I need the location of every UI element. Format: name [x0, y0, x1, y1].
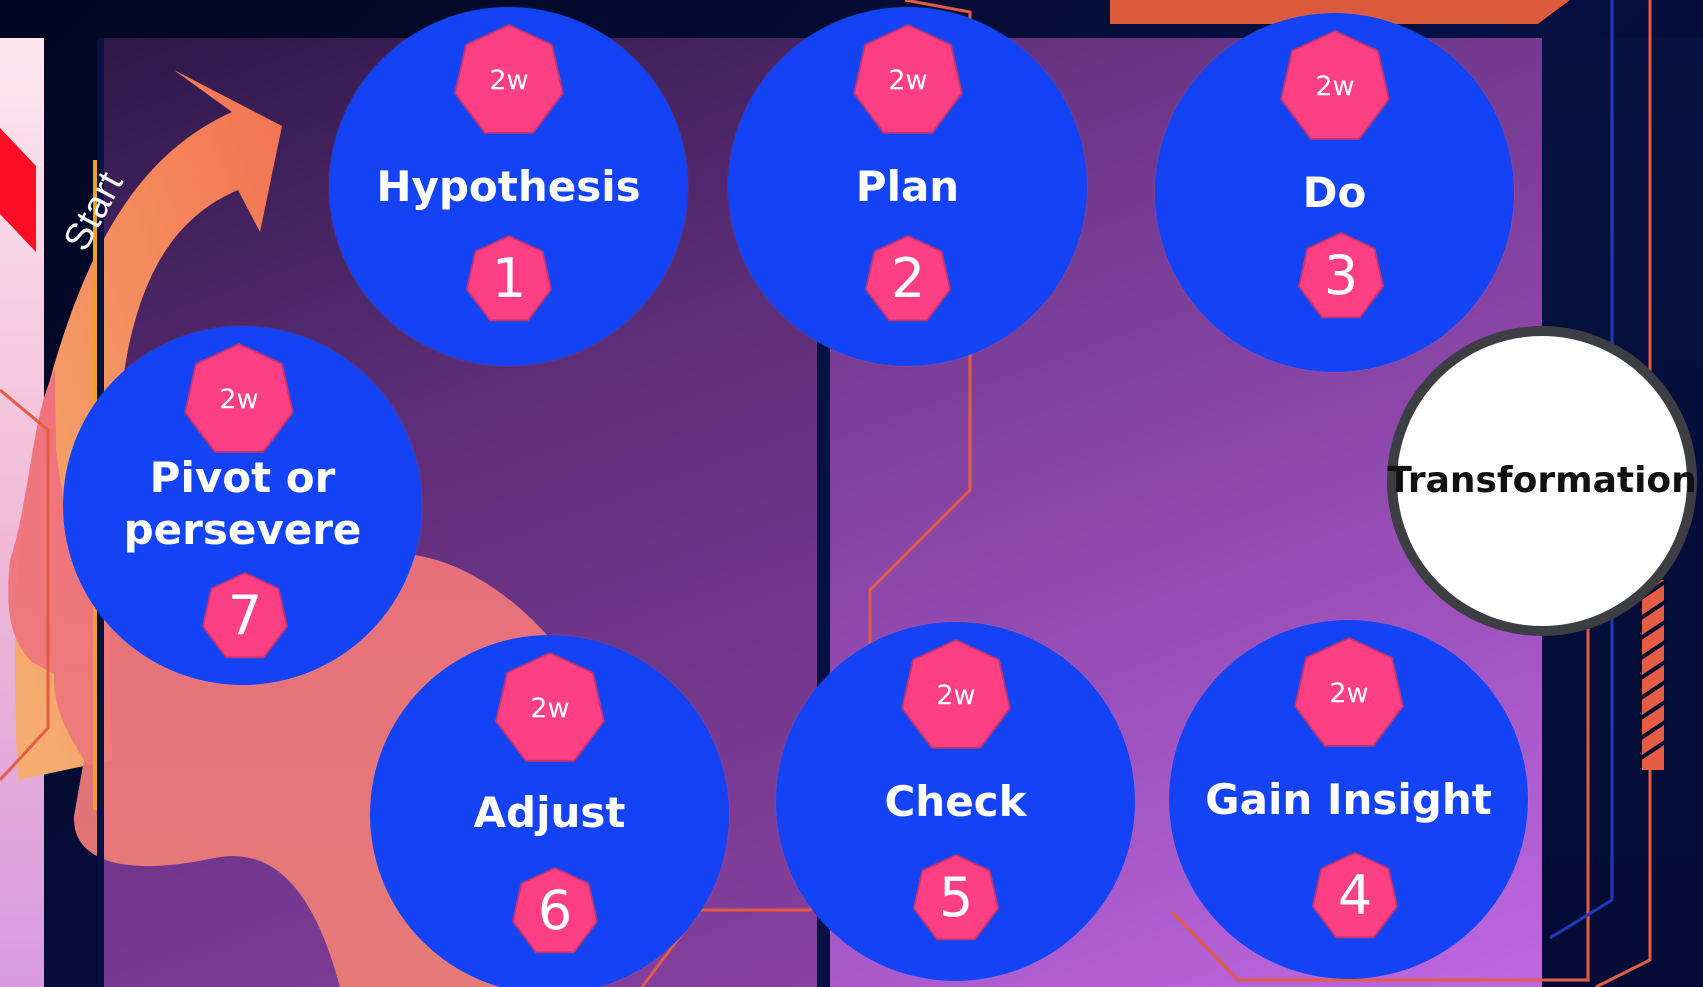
step-number-badge: 5	[914, 856, 998, 939]
step-gain-insight: 2w Gain Insight 4	[1169, 620, 1528, 979]
step-number-badge: 4	[1313, 854, 1397, 937]
duration-badge: 2w	[903, 641, 1009, 747]
step-number-badge: 6	[513, 869, 597, 952]
step-number-badge: 7	[203, 574, 287, 657]
duration-badge: 2w	[1282, 32, 1388, 138]
duration-badge: 2w	[456, 26, 562, 132]
duration-badge: 2w	[186, 345, 292, 451]
step-number-badge: 2	[866, 237, 950, 320]
step-number-badge: 1	[467, 237, 551, 320]
duration-badge: 2w	[497, 654, 603, 760]
step-title: Gain Insight	[1205, 775, 1492, 824]
orange-right-frame	[1595, 0, 1652, 987]
step-do: 2w Do 3	[1155, 13, 1514, 372]
step-pivot-or-persevere: 2w Pivot or persevere 7	[63, 326, 422, 685]
step-title: Hypothesis	[376, 162, 641, 211]
transformation-node: Transformation	[1387, 326, 1697, 636]
orange-left-frame	[0, 388, 50, 782]
blue-frame-line	[1549, 0, 1614, 940]
step-plan: 2w Plan 2	[728, 7, 1087, 366]
step-adjust: 2w Adjust 6	[370, 635, 729, 987]
step-title: Plan	[855, 162, 960, 211]
step-number-badge: 3	[1299, 234, 1383, 317]
duration-badge: 2w	[1296, 639, 1402, 745]
step-hypothesis: 2w Hypothesis 1	[329, 7, 688, 366]
step-title: Adjust	[473, 788, 626, 837]
orange-bottom-line	[1170, 540, 1590, 982]
step-title: Pivot or persevere	[123, 453, 362, 554]
duration-badge: 2w	[855, 26, 961, 132]
red-corner-mark	[0, 128, 36, 252]
step-check: 2w Check 5	[776, 622, 1135, 981]
step-title: Do	[1302, 168, 1367, 217]
step-title: Check	[884, 777, 1027, 826]
transformation-label: Transformation	[1387, 460, 1697, 501]
